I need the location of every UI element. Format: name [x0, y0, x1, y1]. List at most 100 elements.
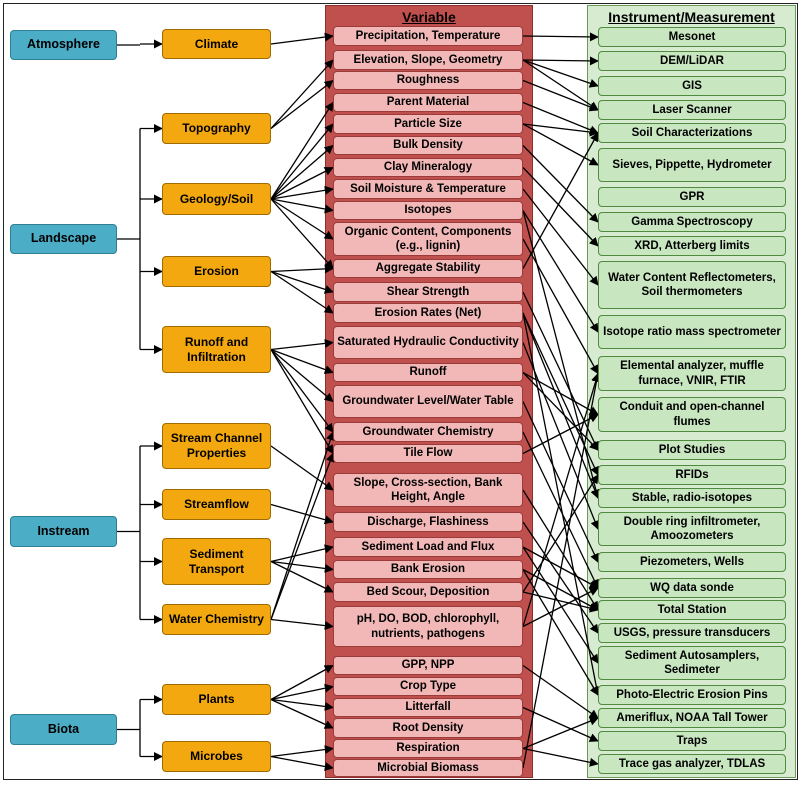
subcategory-variable-arrow	[270, 745, 334, 758]
instrument-water-content-reflectometers: Water Content Reflectometers, Soil therm…	[598, 261, 786, 309]
instrument-elemental-analyzer: Elemental analyzer, muffle furnace, VNIR…	[598, 356, 786, 391]
variable-elevation-slope-geometry: Elevation, Slope, Geometry	[333, 50, 523, 70]
variable-instrument-arrow	[522, 489, 599, 611]
variable-bulk-density: Bulk Density	[333, 136, 523, 155]
subcategory-erosion: Erosion	[162, 256, 271, 287]
variable-instrument-arrow	[522, 372, 601, 769]
variable-saturated-hydraulic-conductivity: Saturated Hydraulic Conductivity	[333, 326, 523, 359]
variable-aggregate-stability: Aggregate Stability	[333, 259, 523, 278]
subcategory-stream-channel: Stream Channel Properties	[162, 423, 271, 469]
variable-instrument-arrow	[522, 474, 599, 593]
instrument-piezometers-wells: Piezometers, Wells	[598, 552, 786, 572]
instrument-plot-studies: Plot Studies	[598, 440, 786, 460]
variable-respiration: Respiration	[333, 739, 523, 758]
subcategory-variable-arrow	[270, 618, 334, 631]
category-instream: Instream	[10, 516, 117, 547]
category-biota: Biota	[10, 714, 117, 745]
subcategory-variable-arrow	[270, 503, 334, 525]
subcategory-water-chemistry: Water Chemistry	[162, 604, 271, 635]
category-landscape: Landscape	[10, 224, 117, 254]
instrument-sediment-autosamplers: Sediment Autosamplers, Sedimeter	[598, 646, 786, 680]
subcategory-variable-arrow	[270, 166, 334, 200]
instrument-photo-electric-erosion-pins: Photo-Electric Erosion Pins	[598, 685, 786, 705]
instrument-sieves-pipette-hydrometer: Sieves, Pippette, Hydrometer	[598, 148, 786, 182]
variable-soil-moisture-temperature: Soil Moisture & Temperature	[333, 179, 523, 199]
variable-isotopes: Isotopes	[333, 201, 523, 220]
subcategory-variable-arrow	[270, 349, 334, 403]
subcategory-variable-arrow	[270, 79, 334, 130]
variable-instrument-arrow	[522, 210, 599, 333]
variable-groundwater-chemistry: Groundwater Chemistry	[333, 422, 523, 442]
instrument-traps: Traps	[598, 731, 786, 751]
variable-instrument-arrow	[522, 401, 599, 563]
instrument-mesonet: Mesonet	[598, 27, 786, 47]
subcategory-variable-arrow	[270, 698, 334, 729]
variable-runoff: Runoff	[333, 363, 523, 382]
variable-bed-scour-deposition: Bed Scour, Deposition	[333, 582, 523, 602]
subcategory-variable-arrow	[270, 264, 334, 274]
subcategory-variable-arrow	[270, 445, 334, 491]
variable-instrument-arrow	[522, 210, 601, 499]
subcategory-variable-arrow	[270, 755, 334, 771]
variable-microbial-biomass: Microbial Biomass	[333, 759, 523, 777]
variable-instrument-arrow	[522, 591, 599, 613]
subcategory-variable-arrow	[270, 198, 334, 240]
subcategory-variable-arrow	[270, 123, 334, 200]
variable-instrument-arrow	[522, 167, 599, 247]
subcategory-variable-arrow	[270, 349, 334, 455]
diagram-frame	[3, 3, 798, 780]
variable-sediment-load-flux: Sediment Load and Flux	[333, 537, 523, 557]
subcategory-variable-arrow	[270, 349, 334, 433]
subcategory-variable-arrow	[270, 198, 334, 270]
instrument-gamma-spectroscopy: Gamma Spectroscopy	[598, 212, 786, 232]
variable-particle-size: Particle Size	[333, 114, 523, 134]
variable-instrument-arrow	[522, 32, 599, 42]
instrument-trace-gas-analyzer: Trace gas analyzer, TDLAS	[598, 754, 786, 774]
variable-instrument-arrow	[522, 188, 599, 286]
variable-tile-flow: Tile Flow	[333, 444, 523, 463]
instrument-ameriflux-noaa: Ameriflux, NOAA Tall Tower	[598, 708, 786, 728]
variable-bank-erosion: Bank Erosion	[333, 560, 523, 579]
variable-instrument-arrow	[522, 123, 599, 166]
variable-instrument-arrow	[522, 59, 599, 88]
instrument-stable-radio-isotopes: Stable, radio-isotopes	[598, 488, 786, 508]
subcategory-variable-arrow	[270, 560, 334, 593]
variable-instrument-arrow	[522, 569, 599, 696]
subcategory-variable-arrow	[270, 185, 334, 200]
variable-instrument-arrow	[522, 371, 599, 416]
variable-groundwater-level: Groundwater Level/Water Table	[333, 385, 523, 418]
variable-instrument-arrow	[522, 145, 599, 223]
variable-erosion-rates: Erosion Rates (Net)	[333, 303, 523, 323]
variable-clay-mineralogy: Clay Mineralogy	[333, 158, 523, 177]
subcategory-sediment-transport: Sediment Transport	[162, 538, 271, 585]
subcategory-variable-arrow	[270, 338, 334, 351]
variable-instrument-arrow	[522, 132, 599, 269]
variable-instrument-arrow	[522, 716, 599, 750]
variable-instrument-arrow	[522, 101, 599, 135]
instrument-isotope-ratio-mass-spectrometer: Isotope ratio mass spectrometer	[598, 315, 786, 349]
variable-instrument-arrow	[522, 59, 599, 111]
variable-gpp-npp: GPP, NPP	[333, 656, 523, 675]
variable-instrument-arrow	[522, 291, 599, 451]
subcategory-variable-arrow	[270, 664, 334, 701]
subcategory-variable-arrow	[270, 452, 335, 620]
subcategory-variable-arrow	[270, 144, 334, 200]
instrument-wq-data-sonde: WQ data sonde	[598, 578, 786, 598]
subcategory-topography: Topography	[162, 113, 271, 144]
variable-root-density: Root Density	[333, 718, 523, 738]
variable-litterfall: Litterfall	[333, 698, 523, 717]
instrument-gpr: GPR	[598, 187, 786, 207]
variable-instrument-arrow	[522, 413, 599, 455]
subcategory-variable-arrow	[270, 683, 334, 701]
variable-slope-cross-section: Slope, Cross-section, Bank Height, Angle	[333, 473, 523, 507]
subcategory-variable-arrow	[270, 270, 334, 314]
variable-instrument-arrow	[522, 238, 599, 375]
subcategory-variable-arrow	[270, 560, 334, 573]
subcategory-climate: Climate	[162, 29, 271, 59]
variable-organic-content: Organic Content, Components (e.g., ligni…	[333, 222, 523, 256]
subcategory-variable-arrow	[270, 431, 335, 620]
subcategory-variable-arrow	[270, 59, 334, 129]
instrument-rfids: RFIDs	[598, 465, 786, 485]
subcategory-variable-arrow	[270, 698, 334, 711]
variable-parent-material: Parent Material	[333, 93, 523, 112]
